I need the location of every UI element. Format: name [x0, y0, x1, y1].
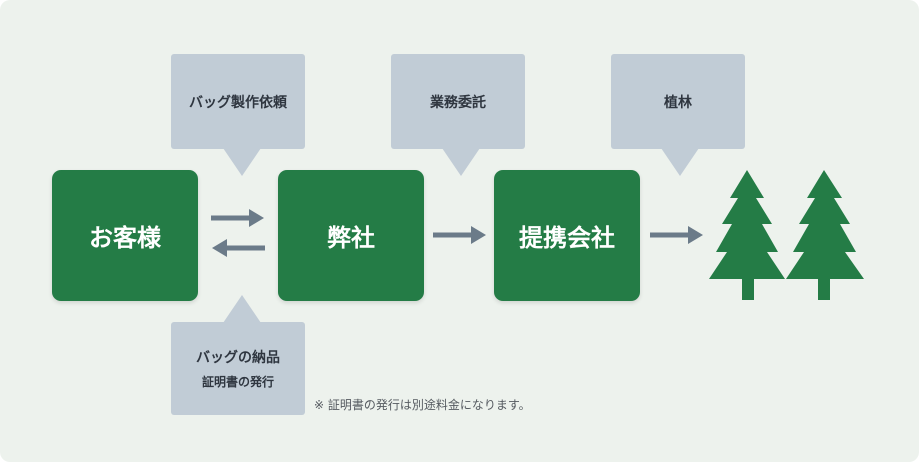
- bubble-tail: [661, 148, 699, 176]
- arrow-right-to-company: [211, 209, 264, 227]
- bubble-delivery-subtitle: 証明書の発行: [201, 375, 274, 389]
- node-customer: お客様: [52, 170, 198, 301]
- bubble-bag-order-label: バッグ製作依頼: [189, 94, 287, 111]
- node-partner-label: 提携会社: [519, 224, 615, 252]
- bubble-planting-label: 植林: [664, 94, 692, 111]
- bubble-bag-order: バッグ製作依頼: [171, 54, 305, 176]
- bubble-outsourcing: 業務委託: [391, 54, 525, 176]
- node-customer-label: お客様: [89, 224, 161, 252]
- bubble-planting: 植林: [611, 54, 745, 176]
- bubble-delivery: バッグの納品 証明書の発行: [171, 295, 305, 415]
- node-partner: 提携会社: [494, 170, 640, 301]
- bubble-tail: [442, 148, 480, 176]
- pine-tree-icon: [709, 170, 864, 300]
- arrow-right-to-partner: [433, 226, 486, 244]
- bubble-tail: [223, 295, 261, 323]
- node-company: 弊社: [278, 170, 424, 301]
- footnote: ※ 証明書の発行は別途料金になります。: [314, 398, 531, 412]
- bubble-delivery-title: バッグの納品: [196, 350, 280, 366]
- arrow-right-to-trees: [650, 226, 703, 244]
- arrow-left-to-customer: [212, 239, 265, 257]
- node-company-label: 弊社: [327, 224, 375, 252]
- bubble-tail: [223, 148, 261, 176]
- bubble-outsourcing-label: 業務委託: [430, 94, 486, 111]
